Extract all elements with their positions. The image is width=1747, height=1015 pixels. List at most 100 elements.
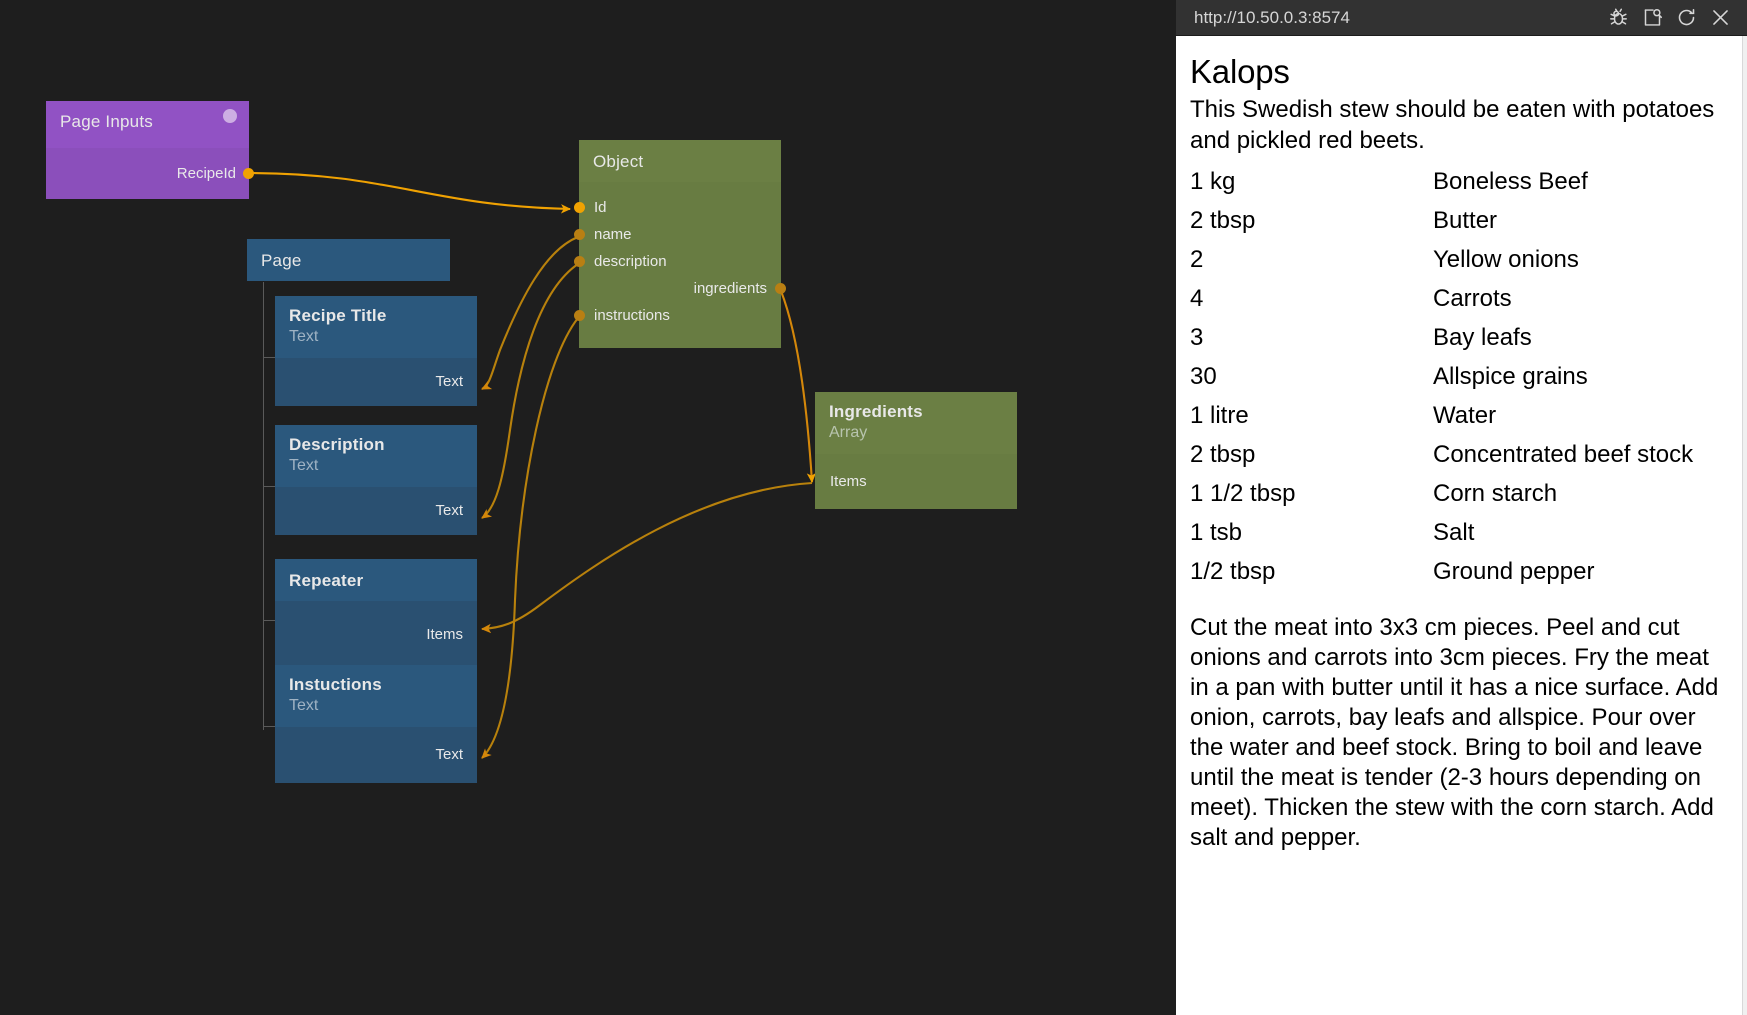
browser-toolbar: http://10.50.0.3:8574 [1176, 0, 1747, 36]
node-page-inputs-title: Page Inputs [60, 112, 153, 131]
port-label-object-description: description [594, 252, 667, 270]
port-row-object-instructions[interactable]: instructions [574, 302, 781, 329]
node-graph-canvas[interactable]: Page Inputs RecipeId Page Recipe Title T… [0, 0, 1176, 1015]
node-description-header[interactable]: Description Text [275, 425, 477, 487]
ingredient-item: Water [1433, 402, 1497, 429]
port-dot-object-id-input[interactable] [574, 202, 585, 213]
node-ingredients-body: Items [815, 454, 1017, 509]
page-scrollbar[interactable] [1742, 36, 1747, 1015]
node-repeater-header[interactable]: Repeater [275, 559, 477, 601]
node-object-body: Id name description ingredients instruct… [574, 182, 786, 348]
node-ingredients-title: Ingredients [829, 402, 923, 421]
node-description-title: Description [289, 435, 385, 454]
port-label-instuctions-text: Text [435, 746, 463, 763]
ingredient-amount: 2 [1190, 246, 1204, 273]
port-dot-recipeid-output[interactable] [243, 168, 254, 179]
node-repeater-title: Repeater [289, 571, 364, 590]
status-dot-icon [223, 109, 237, 123]
ingredient-row: 1/2 tbsp Ground pepper [1190, 552, 1729, 591]
node-description-subtitle: Text [289, 457, 319, 474]
node-page-title: Page [261, 251, 302, 270]
node-ingredients[interactable]: Ingredients Array Items [815, 392, 1017, 509]
ingredient-item: Carrots [1433, 285, 1512, 312]
ingredient-amount: 30 [1190, 363, 1217, 390]
node-page-header[interactable]: Page [247, 239, 450, 281]
node-repeater[interactable]: Repeater Items [275, 559, 477, 669]
ingredient-item: Allspice grains [1433, 363, 1588, 390]
node-page[interactable]: Page [247, 239, 450, 281]
port-row-object-id[interactable]: Id [574, 194, 781, 221]
port-row-object-name[interactable]: name [574, 221, 781, 248]
node-page-inputs[interactable]: Page Inputs RecipeId [46, 101, 254, 199]
node-description[interactable]: Description Text Text [275, 425, 477, 535]
port-label-object-id: Id [594, 198, 607, 216]
ingredient-amount: 1 1/2 tbsp [1190, 480, 1296, 507]
node-ingredients-subtitle: Array [829, 424, 868, 441]
port-dot-object-name-input[interactable] [574, 229, 585, 240]
port-row-ingredients-items[interactable]: Items [815, 454, 1017, 509]
node-instuctions[interactable]: Instuctions Text Text [275, 665, 477, 783]
node-page-inputs-body: RecipeId [46, 148, 254, 199]
port-row-description-text[interactable]: Text [275, 487, 477, 535]
port-label-recipe-title-text: Text [435, 373, 463, 390]
ingredient-row: 30 Allspice grains [1190, 357, 1729, 396]
ingredient-item: Butter [1433, 207, 1498, 234]
tree-rail-branch-description [263, 486, 275, 487]
port-row-recipeid[interactable]: RecipeId [46, 148, 254, 199]
node-recipe-title-header[interactable]: Recipe Title Text [275, 296, 477, 358]
node-page-inputs-header[interactable]: Page Inputs [46, 101, 249, 148]
ingredient-item: Salt [1433, 519, 1475, 546]
node-instuctions-header[interactable]: Instuctions Text [275, 665, 477, 727]
ingredient-amount: 1 kg [1190, 168, 1236, 195]
port-label-recipeid: RecipeId [176, 164, 236, 182]
ingredient-row: 3 Bay leafs [1190, 318, 1729, 357]
ingredient-row: 2 tbsp Butter [1190, 201, 1729, 240]
node-description-body: Text [275, 487, 477, 535]
bug-icon[interactable] [1601, 3, 1635, 33]
ingredient-item: Boneless Beef [1433, 168, 1588, 195]
ingredient-amount: 3 [1190, 324, 1204, 351]
port-dot-object-instructions-input[interactable] [574, 310, 585, 321]
ingredients-table: 1 kg Boneless Beef 2 tbsp Butter 2 Yellow oni… [1190, 162, 1729, 591]
recipe-instructions: Cut the meat into 3x3 cm pieces. Peel an… [1190, 614, 1719, 851]
ingredient-item: Corn starch [1433, 480, 1558, 507]
ingredient-row: 1 kg Boneless Beef [1190, 162, 1729, 201]
port-dot-object-description-input[interactable] [574, 256, 585, 267]
node-repeater-body: Items [275, 601, 477, 669]
node-recipe-title-body: Text [275, 358, 477, 406]
port-row-object-description[interactable]: description [574, 248, 781, 275]
port-row-recipe-title-text[interactable]: Text [275, 358, 477, 406]
port-label-object-instructions: instructions [594, 306, 670, 324]
inspect-page-icon[interactable] [1635, 3, 1669, 33]
ingredient-row: 1 1/2 tbsp Corn starch [1190, 474, 1729, 513]
node-ingredients-header[interactable]: Ingredients Array [815, 392, 1017, 454]
port-dot-object-ingredients-output[interactable] [775, 283, 786, 294]
port-label-repeater-items: Items [426, 626, 463, 643]
ingredient-item: Bay leafs [1433, 324, 1532, 351]
port-label-description-text: Text [435, 502, 463, 519]
ingredient-amount: 1/2 tbsp [1190, 558, 1276, 585]
ingredient-amount: 1 tsb [1190, 519, 1243, 546]
node-object[interactable]: Object Id name description ingredients [574, 140, 786, 348]
port-row-object-ingredients[interactable]: ingredients [579, 275, 786, 302]
ingredient-amount: 2 tbsp [1190, 207, 1256, 234]
url-display[interactable]: http://10.50.0.3:8574 [1194, 7, 1350, 27]
ingredient-item: Yellow onions [1433, 246, 1579, 273]
node-object-header[interactable]: Object [579, 140, 781, 182]
tree-rail-vertical [263, 282, 264, 730]
close-icon[interactable] [1703, 3, 1737, 33]
node-recipe-title[interactable]: Recipe Title Text Text [275, 296, 477, 406]
port-label-object-ingredients: ingredients [693, 279, 767, 297]
ingredient-item: Ground pepper [1433, 558, 1595, 585]
reload-icon[interactable] [1669, 3, 1703, 33]
ingredient-row: 1 tsb Salt [1190, 513, 1729, 552]
browser-preview-panel: http://10.50.0.3:8574 [1176, 0, 1747, 1015]
port-row-repeater-items[interactable]: Items [275, 601, 477, 669]
ingredient-item: Concentrated beef stock [1433, 441, 1694, 468]
port-row-instuctions-text[interactable]: Text [275, 727, 477, 783]
node-instuctions-body: Text [275, 727, 477, 783]
port-label-object-name: name [594, 225, 632, 243]
